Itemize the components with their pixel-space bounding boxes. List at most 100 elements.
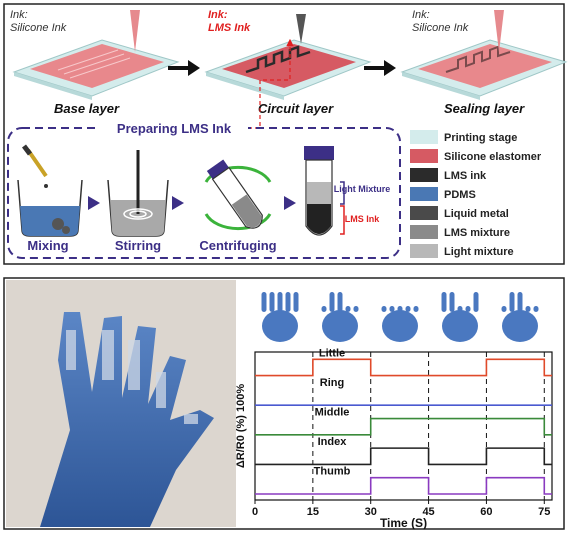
stage-circuit-layer: Ink: LMS Ink Circuit layer xyxy=(204,9,372,116)
legend-swatch xyxy=(410,168,438,182)
lms-ink-layer xyxy=(307,204,331,234)
stage2-caption: Circuit layer xyxy=(258,101,334,116)
trace-pattern-1 xyxy=(57,49,131,79)
series-line-middle xyxy=(255,417,552,436)
legend-swatch xyxy=(410,149,438,163)
gesture-finger xyxy=(261,292,267,312)
stir-swirl-1 xyxy=(123,208,153,220)
lms-circuit-trace xyxy=(245,45,311,74)
stage3-caption: Sealing layer xyxy=(444,101,525,116)
gesture-finger xyxy=(525,306,531,312)
gesture-finger xyxy=(501,306,507,312)
arrow-step-1 xyxy=(88,196,100,210)
stage1-ink-name: Silicone Ink xyxy=(10,22,67,34)
glove xyxy=(40,312,214,527)
gesture-palm xyxy=(262,310,298,342)
x-tick-label: 75 xyxy=(538,506,550,518)
sealed-circuit-trace xyxy=(445,45,511,73)
gesture-finger xyxy=(397,306,403,312)
step-centrifuging: Centrifuging xyxy=(199,159,277,253)
pdms-liquid xyxy=(20,206,80,236)
stage2-ink-name: LMS Ink xyxy=(208,22,251,34)
printing-stage-2-side xyxy=(206,72,284,100)
rotation-arc-bottom xyxy=(204,213,272,231)
gesture-finger xyxy=(457,306,463,312)
nozzle-3 xyxy=(494,10,504,52)
legend-label: Light mixture xyxy=(444,246,514,258)
stage2-ink-prefix: Ink: xyxy=(208,9,228,21)
stage3-ink-prefix: Ink: xyxy=(412,9,430,21)
step-mixing: Mixing xyxy=(17,144,83,253)
gesture-thumbnails xyxy=(261,292,539,342)
tube-content xyxy=(231,194,262,228)
x-tick-label: 30 xyxy=(365,506,377,518)
legend-label: LMS mixture xyxy=(444,227,510,239)
gesture-finger xyxy=(329,292,335,312)
gesture-five xyxy=(261,292,299,342)
x-tick-label: 0 xyxy=(252,506,258,518)
prep-title-bg xyxy=(100,120,248,136)
legend-label: Silicone elastomer xyxy=(444,151,542,163)
gesture-finger xyxy=(269,292,275,312)
step-stirring: Stirring xyxy=(107,150,169,253)
stage-base-layer: Ink: Silicone Ink Base layer xyxy=(10,9,180,116)
separated-tube: Light Mixture LMS Ink xyxy=(304,146,391,236)
gesture-finger xyxy=(449,292,455,312)
arrow-2-3-head xyxy=(384,60,396,76)
gesture-palm xyxy=(382,310,418,342)
nozzle-1 xyxy=(130,10,140,52)
plot-frame xyxy=(254,351,553,501)
gesture-finger xyxy=(441,292,447,312)
tube-label-light: Light Mixture xyxy=(334,184,391,194)
gesture-finger xyxy=(337,292,343,312)
legend-label: PDMS xyxy=(444,189,476,201)
nozzle-2 xyxy=(296,14,306,44)
lm-droplet xyxy=(52,218,64,230)
gesture-peace xyxy=(321,292,359,342)
step-stirring-label: Stirring xyxy=(115,238,161,253)
gesture-finger xyxy=(381,306,387,312)
series-line-little xyxy=(255,358,552,377)
gesture-finger xyxy=(353,306,359,312)
bracket-lms xyxy=(340,205,345,235)
gesture-palm xyxy=(502,310,538,342)
gesture-finger xyxy=(321,306,327,312)
x-tick-label: 45 xyxy=(422,506,434,518)
tube-cap xyxy=(206,159,229,180)
x-tick-label: 60 xyxy=(480,506,492,518)
tube-final-cap xyxy=(304,146,334,160)
step-mixing-label: Mixing xyxy=(27,238,68,253)
gesture-finger xyxy=(413,306,419,312)
tube-tilted xyxy=(206,159,263,229)
gesture-finger xyxy=(293,292,299,312)
stage-sealing-layer: Ink: Silicone Ink Sealing layer xyxy=(400,9,568,116)
silicone-layer-3 xyxy=(418,44,552,88)
x-axis-label: Time (S) xyxy=(380,516,427,530)
printing-stage-1-side xyxy=(14,72,92,100)
silicone-layer-1 xyxy=(30,44,164,88)
prep-title: Preparing LMS Ink xyxy=(117,121,232,136)
tube-label-lms: LMS Ink xyxy=(345,214,380,224)
legend-swatch xyxy=(410,206,438,220)
gesture-fist xyxy=(381,306,419,342)
stage1-caption: Base layer xyxy=(54,101,120,116)
glove-photo xyxy=(6,280,236,527)
sensor-little xyxy=(184,414,198,424)
series-label-index: Index xyxy=(318,436,348,448)
dropper xyxy=(26,148,48,178)
sensor-index xyxy=(102,330,114,380)
legend-swatch xyxy=(410,225,438,239)
gesture-finger xyxy=(405,306,411,312)
gesture-finger xyxy=(509,292,515,312)
lm-droplet-2 xyxy=(62,226,70,234)
gesture-palm xyxy=(322,310,358,342)
series-label-thumb: Thumb xyxy=(314,466,351,478)
gesture-finger xyxy=(533,306,539,312)
y-axis-label: ΔR/R0 (%) 100% xyxy=(235,384,247,469)
step-centrifuging-label: Centrifuging xyxy=(199,238,276,253)
gesture-finger xyxy=(473,292,479,312)
